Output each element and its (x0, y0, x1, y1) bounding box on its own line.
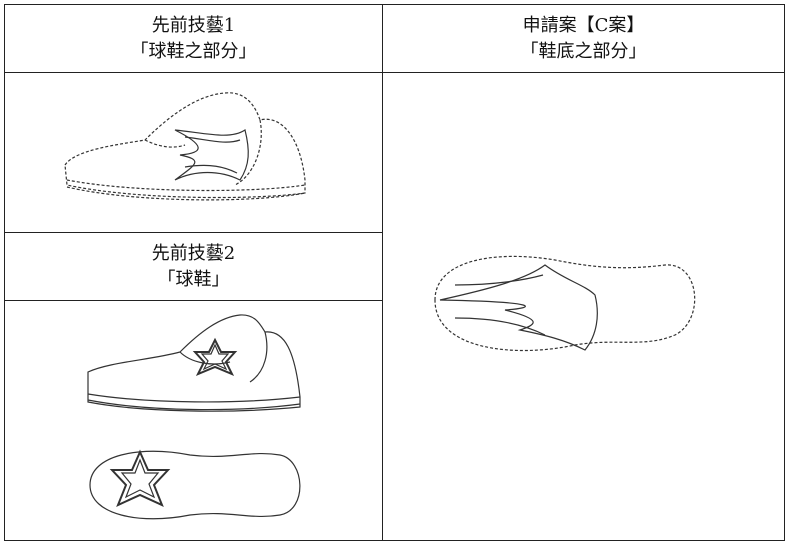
application-subtitle: 「鞋底之部分」 (520, 40, 647, 62)
prior-art-2-subtitle: 「球鞋」 (157, 268, 230, 290)
application-title: 申請案【C案】 (522, 14, 645, 36)
prior-art-2-sole-drawing (89, 449, 301, 520)
application-image-cell (382, 72, 785, 541)
prior-art-1-header: 先前技藝1 「球鞋之部分」 (4, 4, 383, 73)
application-header: 申請案【C案】 「鞋底之部分」 (382, 4, 785, 73)
prior-art-2-shoe-drawing (87, 314, 301, 412)
prior-art-1-subtitle: 「球鞋之部分」 (130, 40, 257, 62)
prior-art-1-title: 先前技藝1 (151, 14, 236, 36)
application-sole-drawing (434, 255, 696, 352)
prior-art-1-shoe-drawing (64, 92, 306, 201)
prior-art-2-title: 先前技藝2 (151, 242, 236, 264)
prior-art-2-header: 先前技藝2 「球鞋」 (4, 232, 383, 301)
